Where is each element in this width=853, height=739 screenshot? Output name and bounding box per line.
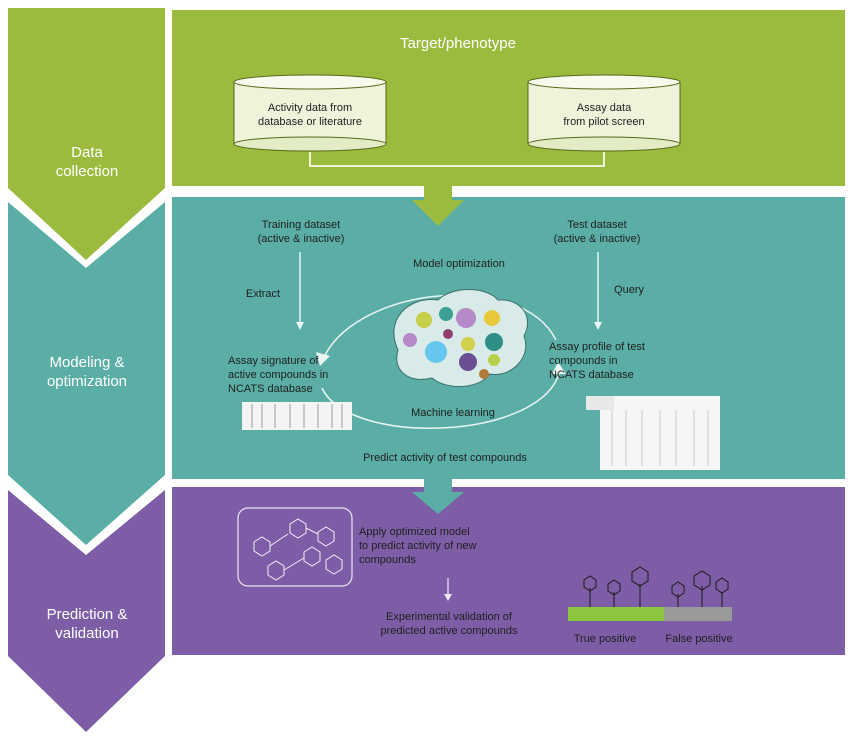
stage-label-prediction: Prediction & validation: [46, 606, 128, 642]
stage-chevron-modeling: [8, 202, 165, 545]
experimental-validation-label: Experimental validation of predicted act…: [380, 611, 518, 637]
assay-profile-label: Assay profile of test compounds in NCATS…: [549, 341, 645, 381]
true-positive-bar: [568, 607, 664, 621]
assay-signature-label: Assay signature of active compounds in N…: [228, 355, 329, 395]
model-optimization-label: Model optimization: [413, 258, 505, 270]
brain-icon: [393, 289, 529, 388]
machine-learning-label: Machine learning: [411, 407, 495, 419]
stage-label-collection: Data collection: [55, 144, 119, 180]
heatmap-profile: [586, 396, 720, 470]
database-connector: [309, 152, 605, 167]
training-dataset-label: Training dataset (active & inactive): [257, 219, 345, 245]
stage-chevron-collection: [8, 8, 165, 260]
compound-library-icon: [237, 507, 353, 587]
arrow-down-icon: [412, 479, 464, 514]
database-icon-right: [527, 74, 681, 152]
arrow-down-icon: [412, 186, 464, 226]
db-right-label: Assay data from pilot screen: [563, 102, 645, 128]
database-icon-left: [233, 74, 387, 152]
collection-title: Target/phenotype: [400, 35, 516, 52]
test-dataset-label: Test dataset (active & inactive): [553, 219, 641, 245]
stage-label-modeling: Modeling & optimization: [46, 354, 128, 390]
false-positive-bar: [664, 607, 732, 621]
stage-chevron-prediction: [8, 490, 165, 732]
extract-label: Extract: [245, 288, 281, 300]
apply-model-label: Apply optimized model to predict activit…: [359, 526, 477, 566]
molecule-pins: [583, 566, 729, 607]
heatmap-signature: [242, 402, 352, 430]
predict-activity-label: Predict activity of test compounds: [363, 452, 527, 464]
db-left-label: Activity data from database or literatur…: [258, 102, 362, 128]
false-positive-label: False positive: [665, 633, 733, 645]
optimization-loop: [321, 294, 557, 363]
true-positive-label: True positive: [573, 633, 637, 645]
query-label: Query: [614, 284, 644, 296]
